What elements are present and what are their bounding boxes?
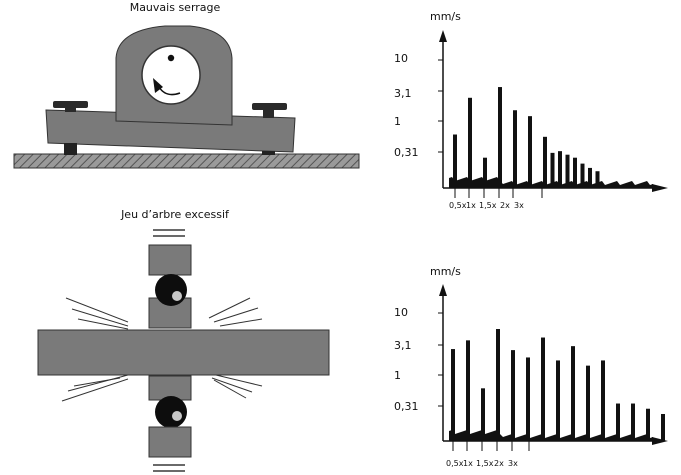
spectrum-peak [483,157,487,188]
x-tick-label: 3x [508,459,518,468]
y-tick-label: 10 [394,306,408,319]
spectrum-peak [646,408,650,441]
spectrum-peak [453,134,457,188]
vibration-lines [61,297,263,402]
pillow-block-illustration [13,25,360,169]
spectrum-peak [543,136,547,188]
right-bolt-loose [252,103,287,155]
panel-title-excessive-shaft-play: Jeu d’arbre excessif [120,208,230,221]
spectrum-peak [565,154,570,188]
spectrum-peak [481,388,485,441]
upper-ball-bearing [155,274,187,306]
x-tick-label: 1x [463,459,473,468]
spectrum-peak [468,97,472,188]
ground-plate [13,153,360,169]
rotation-arrowhead [153,78,163,93]
spectrum-peak [550,152,555,188]
spectrum-peak [496,329,500,441]
chart-unit-label: mm/s [430,265,461,278]
y-tick-label: 1 [394,369,401,382]
y-axis-arrow-icon [439,30,447,42]
x-tick-label: 1x [466,201,476,210]
shaft-play-illustration [37,229,330,472]
upper-ball-highlight [172,291,182,301]
upper-housing-block [148,244,192,276]
spectrum-peak [661,413,665,441]
spectrum-peak [513,110,517,188]
x-tick-label: 3x [514,201,524,210]
x-tick-label: 0,5x [446,459,464,468]
chart-unit-label: mm/s [430,10,461,23]
lower-ball-bearing [155,396,187,428]
y-tick-label: 0,31 [394,400,419,413]
shaft [37,329,330,376]
spectrum-peak [451,349,455,441]
y-tick-label: 1 [394,115,401,128]
spectrum-peak [580,163,585,188]
spectrum-peak [573,157,577,188]
spectrum-peak [558,151,562,188]
spectrum-peak [601,360,605,441]
x-tick-label: 1,5x [476,459,494,468]
spectrum-peak [466,340,470,441]
y-tick-label: 0,31 [394,146,419,159]
lower-housing-block [148,426,192,458]
x-axis-arrow-icon [652,184,668,192]
spectrum-peak [616,403,620,441]
spectrum-peak [595,171,600,188]
spectrum-peak [571,346,575,441]
panel-title-loose-clamping: Mauvais serrage [130,1,221,14]
x-tick-label: 1,5x [479,201,497,210]
y-tick-label: 3,1 [394,339,412,352]
spectrum-peak [528,116,532,188]
spectrum-peak [526,357,530,441]
x-tick-label: 2x [494,459,504,468]
spectrum-peak [588,167,592,188]
rotor-dot [167,54,175,62]
spectrum-peak [631,403,635,441]
x-tick-label: 2x [500,201,510,210]
lower-housing-upper-block [148,375,192,401]
y-axis-arrow-icon [439,284,447,296]
spectrum-peak [541,337,545,441]
x-axis-arrow-icon [652,437,668,445]
spectrum-chart-loose-clamping: mm/s 10 3,1 1 0,31 0,5x 1x 1,5x 2x 3x [394,10,668,210]
lower-ball-highlight [172,411,182,421]
spectrum-chart-excessive-shaft-play: mm/s 10 3,1 1 0,31 0,5x 1x 1,5x 2x 3x [394,265,668,468]
left-bolt [53,101,88,155]
spectrum-peak [498,87,502,188]
y-tick-label: 3,1 [394,87,412,100]
spectrum-peak [511,350,515,441]
spectrum-peak [586,365,590,441]
y-tick-label: 10 [394,52,408,65]
spectrum-peak [556,360,560,441]
x-tick-label: 0,5x [449,201,467,210]
noise-floor [449,430,655,441]
